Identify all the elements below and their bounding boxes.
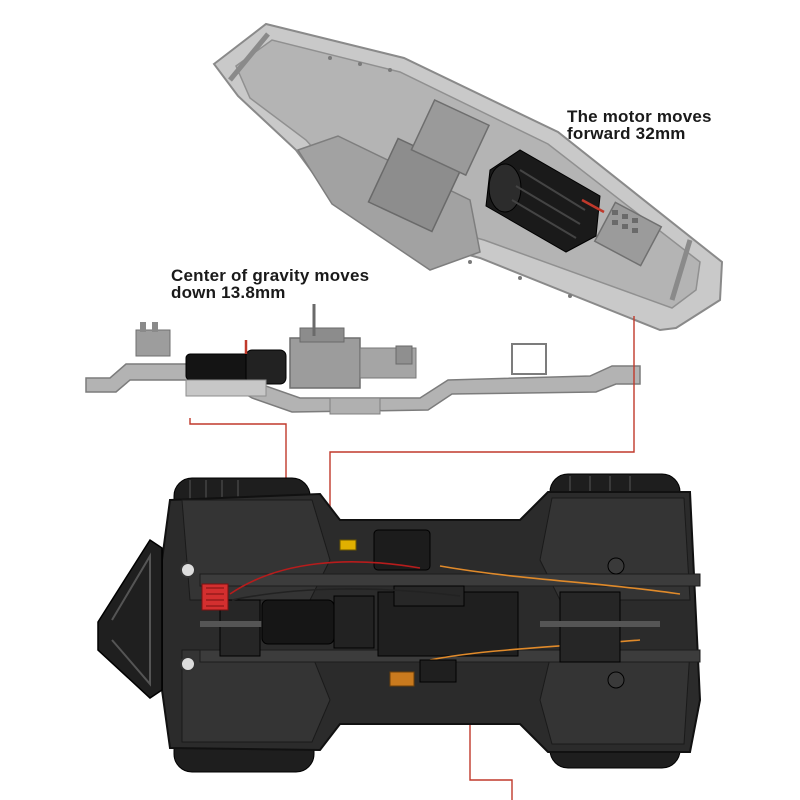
motor-side bbox=[185, 349, 287, 385]
center-of-gravity-callout: Center of gravity moves down 13.8mm bbox=[171, 267, 369, 301]
cog-callout-line1: Center of gravity moves bbox=[171, 266, 370, 285]
motor-iso bbox=[485, 149, 601, 253]
chassis-iso-view bbox=[212, 22, 724, 332]
cog-callout-line2: down 13.8mm bbox=[171, 283, 286, 302]
chassis-side-view bbox=[85, 304, 641, 415]
vehicle-underside-photo bbox=[97, 473, 702, 773]
motor-underside bbox=[261, 599, 335, 645]
motor-callout-line1: The motor moves bbox=[567, 107, 712, 126]
motor-callout-line2: forward 32mm bbox=[567, 124, 686, 143]
motor-callout: The motor moves forward 32mm bbox=[567, 108, 712, 142]
